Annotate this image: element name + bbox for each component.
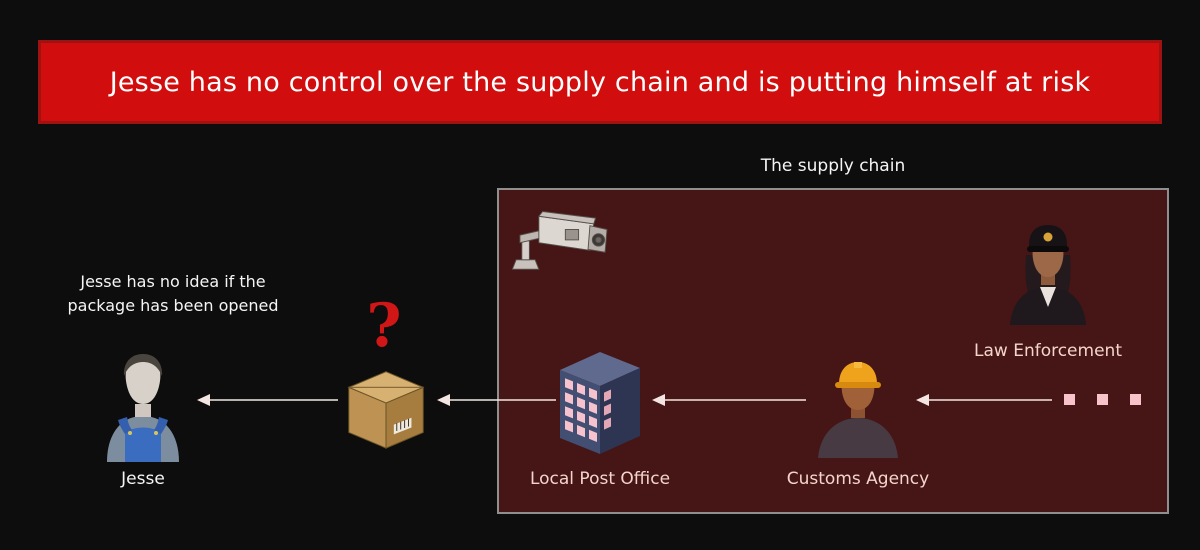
law-enforcement-officer-icon [1002,214,1094,330]
law-enforcement-label: Law Enforcement [974,341,1122,361]
package-note-line-2: package has been opened [67,296,279,315]
package-note: Jesse has no idea if the package has bee… [28,270,318,318]
post-office-building-icon [552,344,648,460]
post-office-label: Local Post Office [529,469,671,489]
question-mark: ? [366,291,402,361]
security-camera-icon [510,203,615,277]
warning-banner-text: Jesse has no control over the supply cha… [109,66,1091,98]
dot [1130,394,1141,405]
cardboard-box-icon [338,358,434,456]
jesse-person-icon [101,346,185,466]
package-note-line-1: Jesse has no idea if the [80,272,266,291]
jesse-label: Jesse [121,469,165,489]
dot [1097,394,1108,405]
customs-agency-label: Customs Agency [786,469,930,489]
customs-agent-icon [810,348,906,462]
supply-chain-title: The supply chain [760,156,906,176]
warning-banner: Jesse has no control over the supply cha… [38,40,1162,124]
dot [1064,394,1075,405]
